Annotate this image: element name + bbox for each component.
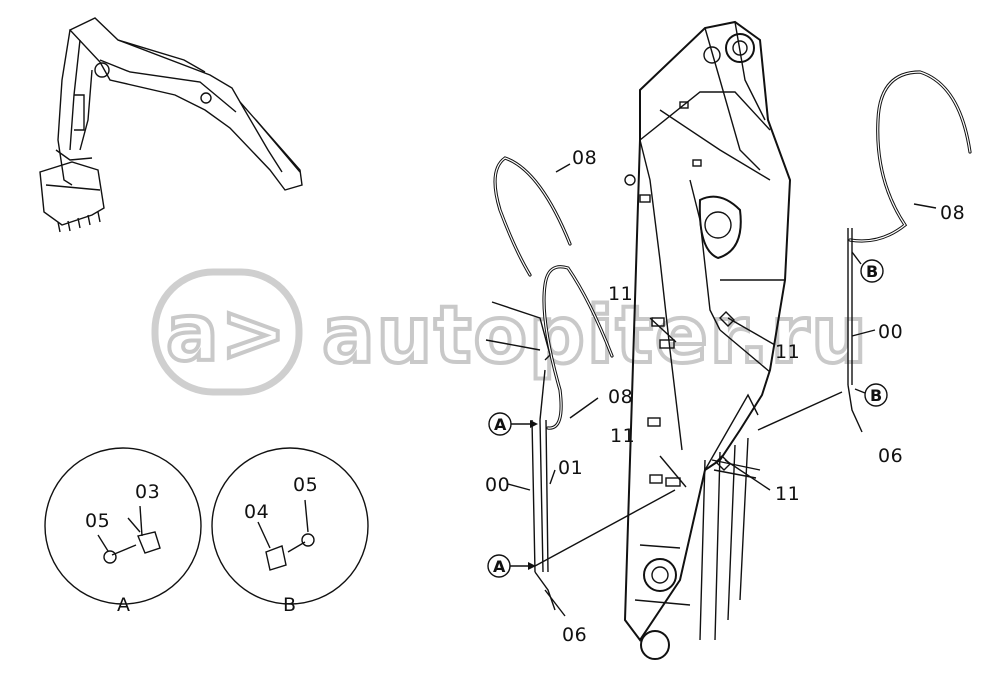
- svg-text:A: A: [494, 415, 507, 434]
- label-11-d: 11: [775, 483, 800, 505]
- detail-b-part-04: 04: [244, 501, 269, 523]
- callout-a-top: A: [488, 412, 538, 436]
- part-labels: 08 08 08 11 11 11 11 00 01 00 06 06: [485, 147, 965, 646]
- label-08-mid: 08: [608, 386, 633, 408]
- callout-b-top: B: [851, 251, 884, 283]
- label-08-right: 08: [940, 202, 965, 224]
- callout-b-bottom: B: [854, 383, 888, 407]
- label-11-c: 11: [610, 425, 635, 447]
- label-01-left: 01: [558, 457, 583, 479]
- label-08-top: 08: [572, 147, 597, 169]
- watermark-logo-frame: [151, 268, 303, 396]
- label-11-b: 11: [775, 341, 800, 363]
- svg-text:B: B: [866, 262, 878, 281]
- boom-assembly: [623, 20, 792, 660]
- callout-a-bottom: A: [487, 554, 536, 578]
- detail-view-a: 03 05 A: [44, 447, 202, 616]
- label-06-left: 06: [562, 624, 587, 646]
- label-00-left: 00: [485, 474, 510, 496]
- watermark-logo-glyph: a>: [166, 289, 288, 379]
- detail-a-part-03: 03: [135, 481, 160, 503]
- excavator-overview: [39, 17, 303, 233]
- detail-a-part-05: 05: [85, 510, 110, 532]
- label-11-a: 11: [608, 283, 633, 305]
- label-00-right: 00: [878, 321, 903, 343]
- detail-b-part-05: 05: [293, 474, 318, 496]
- label-06-right: 06: [878, 445, 903, 467]
- detail-view-b: 05 04 B: [211, 447, 369, 616]
- watermark: a> autopiter.ru: [151, 268, 869, 396]
- svg-text:B: B: [870, 386, 882, 405]
- svg-text:A: A: [493, 557, 506, 576]
- detail-a-letter: A: [117, 594, 131, 616]
- detail-b-letter: B: [283, 594, 297, 616]
- watermark-text: autopiter.ru: [322, 291, 869, 381]
- hose-lines: [485, 70, 972, 617]
